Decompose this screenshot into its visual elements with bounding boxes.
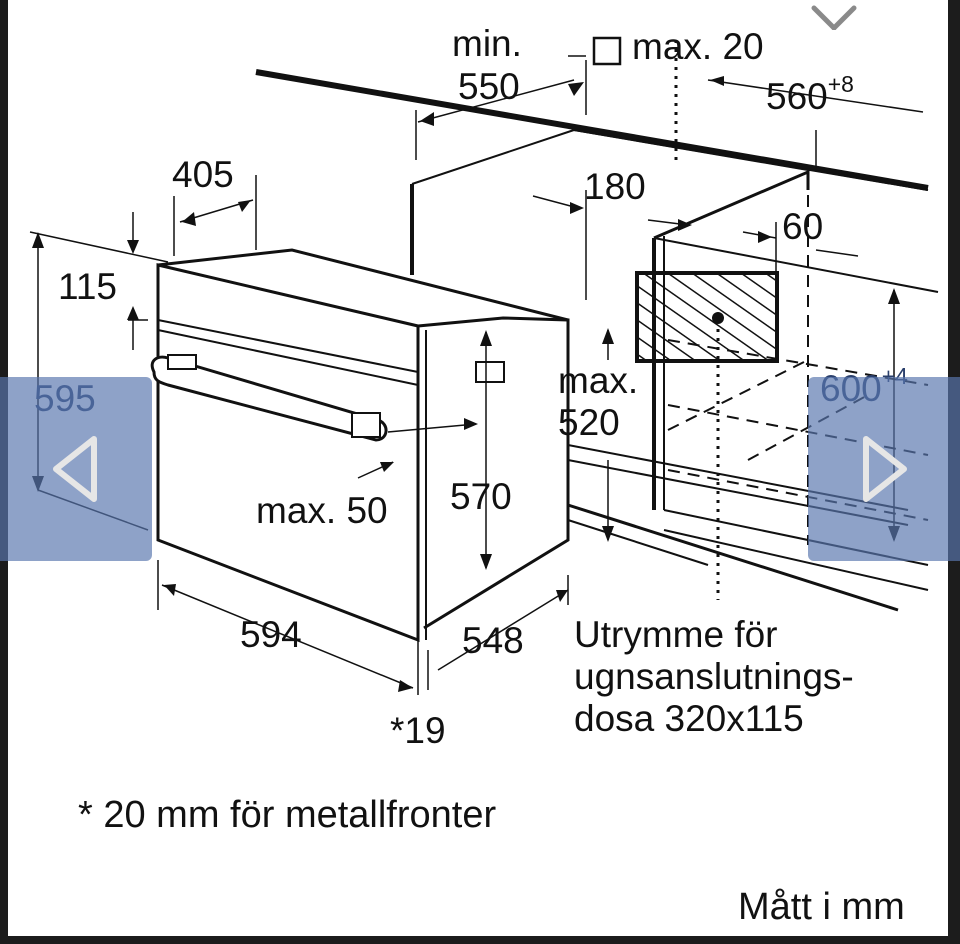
socket-note-line3: dosa 320x115 bbox=[574, 698, 804, 739]
footnote: * 20 mm för metallfronter bbox=[78, 794, 497, 836]
label-594: 594 bbox=[240, 614, 302, 655]
label-405: 405 bbox=[172, 154, 234, 195]
label-548: 548 bbox=[462, 620, 524, 661]
label-560: 560 bbox=[766, 76, 828, 117]
label-max: max. bbox=[558, 360, 639, 401]
socket-note-line1: Utrymme för bbox=[574, 614, 778, 655]
close-button[interactable] bbox=[808, 0, 862, 31]
label-60: 60 bbox=[782, 206, 824, 247]
label-115: 115 bbox=[58, 266, 117, 307]
label-550: 550 bbox=[458, 66, 520, 107]
label-560-tol: +8 bbox=[827, 71, 854, 98]
installation-drawing bbox=[29, 36, 939, 695]
label-560-tolerance: 560+8 bbox=[766, 73, 854, 117]
socket-note-line2: ugnsanslutnings- bbox=[574, 656, 854, 697]
close-icon bbox=[811, 5, 857, 31]
label-180: 180 bbox=[584, 166, 646, 207]
label-19: *19 bbox=[390, 710, 446, 751]
label-max20: max. 20 bbox=[632, 26, 764, 67]
units-label: Mått i mm bbox=[738, 886, 905, 928]
triangle-left-icon bbox=[53, 436, 97, 502]
page-bottom-edge bbox=[0, 936, 960, 944]
label-max50: max. 50 bbox=[256, 490, 388, 531]
label-570: 570 bbox=[450, 476, 512, 517]
triangle-right-icon bbox=[863, 436, 907, 502]
next-image-button[interactable] bbox=[808, 377, 960, 561]
previous-image-button[interactable] bbox=[0, 377, 152, 561]
label-min: min. bbox=[452, 23, 522, 64]
label-520: 520 bbox=[558, 402, 620, 443]
